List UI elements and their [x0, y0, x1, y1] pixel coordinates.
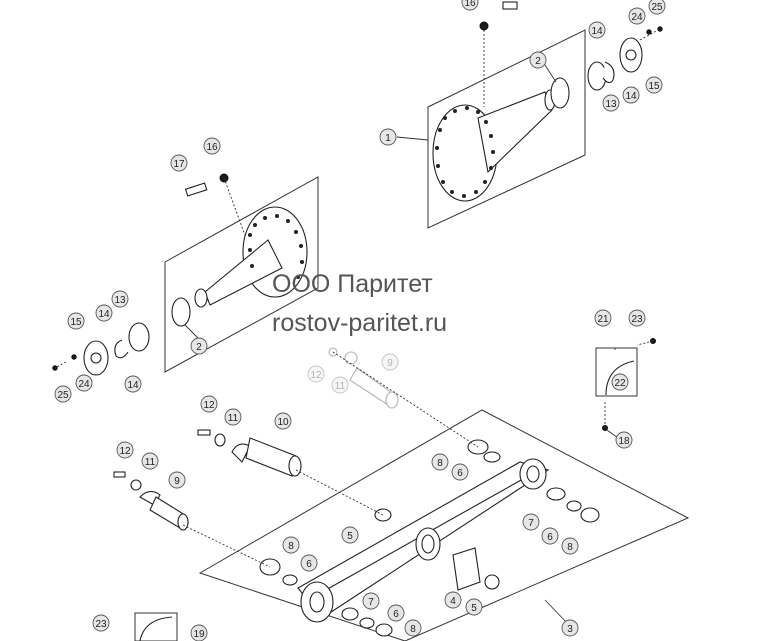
- watermark-company: ООО Паритет: [272, 270, 433, 298]
- callout-19: 19: [193, 629, 205, 640]
- frame-19: [134, 612, 178, 641]
- clip-14-left: [114, 339, 129, 359]
- seal-ring-left: [171, 297, 191, 327]
- callout-23-b: 23: [95, 619, 107, 630]
- callout-14-b: 14: [625, 91, 637, 102]
- callout-6-c: 6: [306, 559, 312, 570]
- callout-8-d: 8: [410, 624, 416, 635]
- callout-8-c: 8: [288, 541, 294, 552]
- spindle-left: [194, 206, 308, 308]
- callout-7-b: 7: [368, 597, 374, 608]
- callout-8-b: 8: [567, 542, 573, 553]
- pin-9: [139, 490, 189, 531]
- callout-8-a: 8: [437, 458, 443, 469]
- callout-3: 3: [567, 624, 573, 635]
- callout-5-b: 5: [471, 603, 477, 614]
- frame-left: [164, 176, 319, 373]
- frame-21: [595, 347, 638, 397]
- callout-14-c: 14: [98, 309, 110, 320]
- axle-beam: [297, 458, 550, 623]
- callout-12-b: 12: [203, 400, 215, 411]
- callout-11-c: 11: [145, 457, 156, 468]
- callout-13-left: 13: [114, 295, 126, 306]
- callout-2-left: 2: [196, 342, 202, 353]
- callout-6-b: 6: [547, 532, 553, 543]
- watermark-url: rostov-paritet.ru: [272, 309, 448, 337]
- washer-11-b: [214, 433, 226, 447]
- callout-15-left: 15: [70, 317, 82, 328]
- seal-ring-upper: [550, 77, 570, 109]
- callout-12-c: 12: [119, 446, 131, 457]
- callout-2-upper: 2: [535, 56, 541, 67]
- bolt-upper: [502, 1, 518, 10]
- callout-9: 9: [174, 476, 180, 487]
- bolt-12-b: [197, 429, 211, 436]
- callout-4: 4: [450, 596, 456, 607]
- callout-16-upper: 16: [464, 0, 476, 9]
- bushing-4: [452, 547, 481, 591]
- callout-16-left: 16: [206, 142, 218, 153]
- callout-13-upper: 13: [605, 99, 617, 110]
- callout-6-d: 6: [393, 609, 399, 620]
- callout-25-upper: 25: [651, 2, 663, 13]
- callout-24-upper: 24: [631, 12, 643, 23]
- callout-1: 1: [385, 133, 391, 144]
- callout-15-upper: 15: [648, 81, 660, 92]
- ring-13-left: [128, 322, 150, 352]
- callout-9-ghost: 9: [387, 358, 393, 369]
- callout-12-ghost: 12: [310, 370, 322, 381]
- callout-25-left: 25: [57, 390, 69, 401]
- callout-bubbles: 1 2 2 3 4 5 5 6 6 6 6 7 7 8 8 8 8: [54, 0, 666, 641]
- callout-11-b: 11: [228, 413, 239, 424]
- callout-5-a: 5: [347, 531, 353, 542]
- callout-10: 10: [277, 417, 289, 428]
- bolt-17-left: [184, 182, 208, 197]
- pin-10: [231, 437, 302, 477]
- callout-14-d: 14: [127, 380, 139, 391]
- clip-14-upper: [602, 61, 615, 84]
- callout-11-ghost: 11: [335, 381, 346, 392]
- bolt-12-c: [113, 471, 126, 478]
- frame-bottom: [198, 409, 690, 641]
- callout-14-a: 14: [591, 26, 603, 37]
- callout-18: 18: [618, 436, 630, 447]
- callout-24-left: 24: [78, 379, 90, 390]
- callout-6-a: 6: [457, 468, 463, 479]
- spindle-upper: [432, 89, 556, 202]
- washer-11-c: [130, 479, 142, 491]
- callout-7-a: 7: [528, 518, 534, 529]
- callout-21: 21: [597, 314, 609, 325]
- callout-22: 22: [614, 378, 626, 389]
- callout-17: 17: [173, 159, 185, 170]
- callout-23-a: 23: [631, 314, 643, 325]
